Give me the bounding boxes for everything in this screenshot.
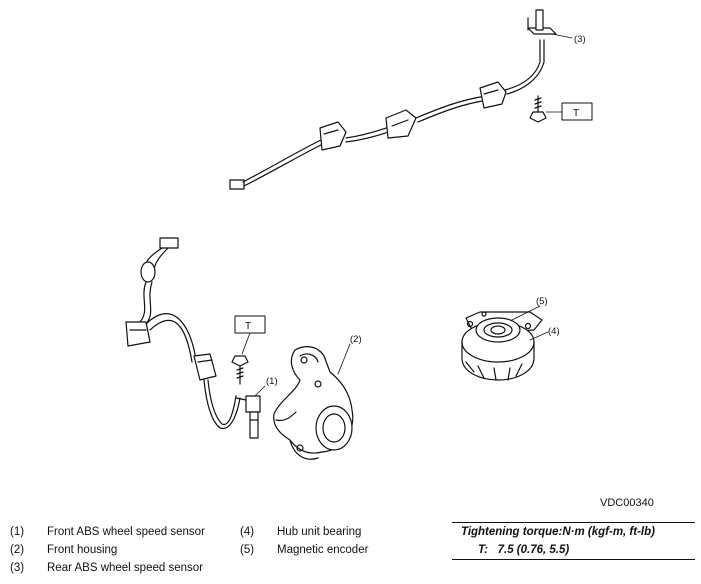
legend-number: (5) <box>240 544 255 556</box>
hub-unit-bearing <box>461 311 543 381</box>
front-housing <box>273 346 354 460</box>
legend-item: (4) Hub unit bearing <box>240 523 368 541</box>
torque-spec: Tightening torque:N·m (kgf-m, ft-lb) T: … <box>452 522 695 560</box>
legend-label: Front housing <box>47 544 118 556</box>
torque-row: T: 7.5 (0.76, 5.5) <box>452 541 695 559</box>
legend-number: (3) <box>10 562 25 574</box>
legend-label: Rear ABS wheel speed sensor <box>47 562 203 574</box>
callout-3: (3) <box>574 34 586 45</box>
callout-2: (2) <box>350 334 362 345</box>
front-sensor-harness <box>125 237 261 439</box>
legend-item: (2) Front housing <box>10 541 205 559</box>
exploded-diagram: (3) T T (1) (2) (5) (4) <box>125 9 593 460</box>
legend-number: (2) <box>10 544 25 556</box>
rear-sensor-harness <box>229 9 557 190</box>
torque-label: T: <box>478 544 489 556</box>
tag-top: T <box>573 108 579 119</box>
legend-item: (1) Front ABS wheel speed sensor <box>10 523 205 541</box>
legend-item: (3) Rear ABS wheel speed sensor <box>10 559 205 577</box>
legend-right: (4) Hub unit bearing (5) Magnetic encode… <box>240 523 368 559</box>
torque-heading: Tightening torque:N·m (kgf-m, ft-lb) <box>461 526 655 538</box>
tag-mid: T <box>245 321 251 332</box>
legend-number: (4) <box>240 526 255 538</box>
torque-value: 7.5 (0.76, 5.5) <box>497 544 570 556</box>
figure-code: VDC00340 <box>600 497 654 509</box>
callout-1: (1) <box>266 376 278 387</box>
legend-label: Magnetic encoder <box>277 544 369 556</box>
legend-item: (5) Magnetic encoder <box>240 541 368 559</box>
legend-left: (1) Front ABS wheel speed sensor (2) Fro… <box>10 523 205 577</box>
legend-label: Hub unit bearing <box>277 526 362 538</box>
legend-number: (1) <box>10 526 25 538</box>
legend-label: Front ABS wheel speed sensor <box>47 526 205 538</box>
callout-4: (4) <box>548 326 560 337</box>
callout-5: (5) <box>536 296 548 307</box>
